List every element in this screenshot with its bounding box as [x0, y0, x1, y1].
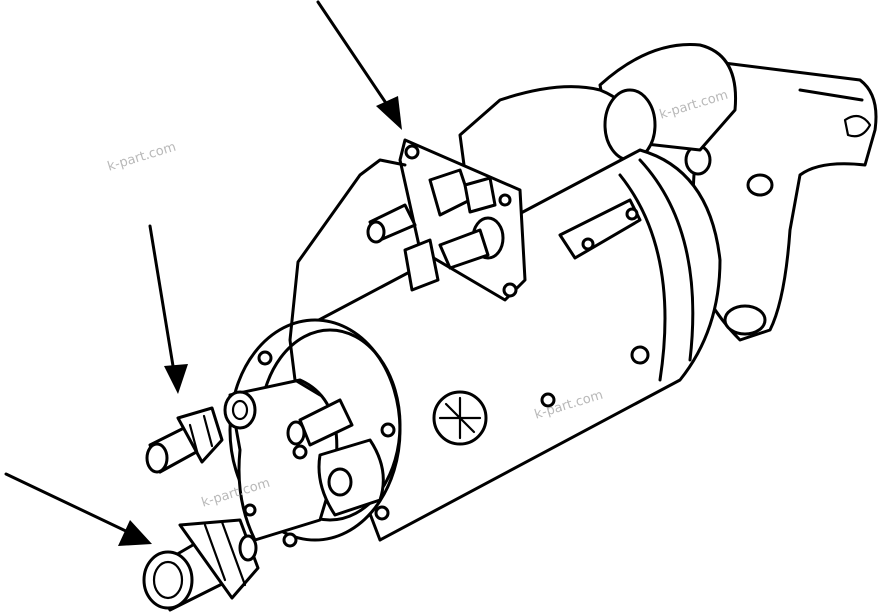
connector-strap [288, 158, 407, 397]
arrow-middle [148, 224, 188, 394]
motor-housing [298, 148, 722, 542]
arrow-bottom [4, 472, 152, 546]
fitting-small [145, 406, 224, 474]
arrow-top [316, 0, 402, 130]
fitting-large [142, 518, 260, 612]
solenoid-terminal-plate [366, 138, 527, 302]
end-terminal [286, 398, 354, 447]
